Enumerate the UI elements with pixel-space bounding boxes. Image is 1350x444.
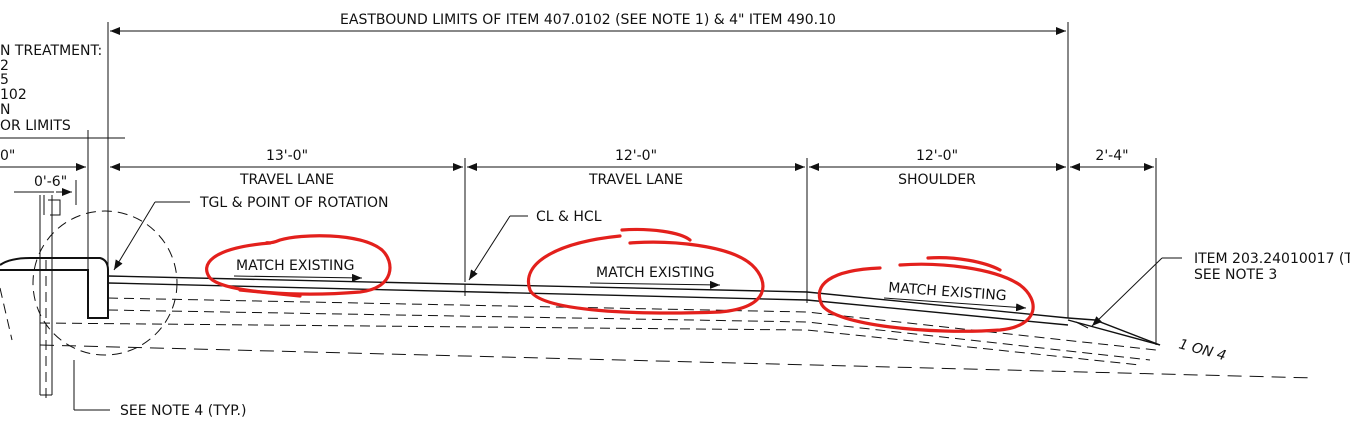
left-notes: N TREATMENT: 2 5 102 N OR LIMITS	[0, 43, 125, 139]
cl-note: CL & HCL	[536, 209, 602, 225]
curb-barrier: SEE NOTE 4 (TYP.)	[0, 195, 246, 419]
match-existing-2: MATCH EXISTING	[596, 265, 715, 281]
dim-shoulder: 12'-0"	[916, 148, 958, 164]
left-note-line-1: N TREATMENT:	[0, 43, 102, 59]
pavement	[39, 275, 1316, 379]
dim-left-partial: 0"	[0, 148, 15, 164]
markup-circle-3	[817, 262, 1035, 333]
label-travel-lane-2: TRAVEL LANE	[588, 172, 683, 188]
match-existing-1: MATCH EXISTING	[236, 258, 355, 274]
markup-circle-2	[526, 234, 765, 315]
slope-label: 1 ON 4	[1177, 336, 1228, 364]
markup-stroke-3	[926, 256, 1002, 272]
dim-2-4: 2'-4"	[1095, 148, 1128, 164]
item-note-line-2: SEE NOTE 3	[1194, 267, 1277, 283]
leader-notes: TGL & POINT OF ROTATION CL & HCL ITEM 20…	[113, 195, 1350, 364]
lane-dimensions: 0" 13'-0" 12'-0" 12'-0" 2'-4" TRAVEL LAN…	[0, 130, 1157, 345]
top-dimension-label: EASTBOUND LIMITS OF ITEM 407.0102 (SEE N…	[340, 12, 836, 28]
red-markup	[205, 227, 1035, 333]
tgl-note: TGL & POINT OF ROTATION	[199, 195, 388, 211]
left-note-line-2: 2	[0, 58, 9, 74]
markup-stroke-1	[238, 288, 302, 298]
left-note-line-3: 5	[0, 72, 9, 88]
left-note-line-6: OR LIMITS	[0, 118, 71, 134]
see-note-4: SEE NOTE 4 (TYP.)	[120, 403, 246, 419]
markup-stroke-2	[620, 227, 692, 242]
dim-travel-lane-1: 13'-0"	[266, 148, 308, 164]
dim-0-6: 0'-6"	[34, 174, 67, 190]
item-note-line-1: ITEM 203.24010017 (TYP	[1194, 251, 1350, 267]
label-shoulder: SHOULDER	[898, 172, 976, 188]
match-existing-3: MATCH EXISTING	[888, 280, 1007, 304]
left-note-line-4: 102	[0, 87, 27, 103]
left-note-line-5: N	[0, 102, 10, 118]
markup-circle-1	[205, 234, 392, 296]
label-travel-lane-1: TRAVEL LANE	[239, 172, 334, 188]
dim-travel-lane-2: 12'-0"	[615, 148, 657, 164]
